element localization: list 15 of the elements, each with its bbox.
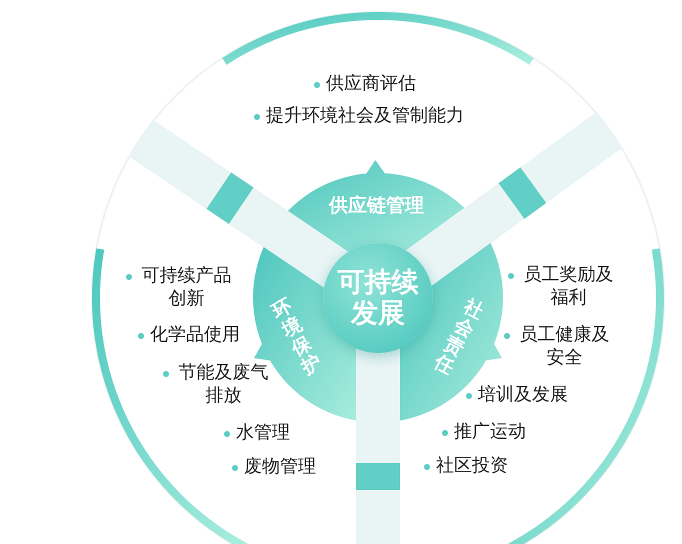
segment-label: 供应链管理: [328, 196, 424, 216]
bullet-item: 培训及发展: [466, 383, 568, 406]
bullet-item: 水管理: [224, 421, 290, 444]
bullet-item: 供应商评估: [314, 72, 416, 96]
bullet-item: 化学品使用: [138, 323, 240, 346]
segment-label: 社会责任: [430, 296, 487, 379]
bullet-item: 提升环境社会及管制能力: [254, 104, 464, 128]
bullet-item: 可持续产品创新: [126, 264, 236, 311]
bullet-item: 推广运动: [442, 420, 526, 444]
bullet-item: 员工奖励及福利: [508, 263, 618, 310]
bullet-item: 员工健康及安全: [504, 323, 614, 370]
bullet-item: 废物管理: [232, 455, 316, 478]
bullet-item: 社区投资: [424, 454, 508, 478]
center-label: 可持续发展: [336, 266, 420, 330]
ring-segment: [286, 158, 467, 254]
